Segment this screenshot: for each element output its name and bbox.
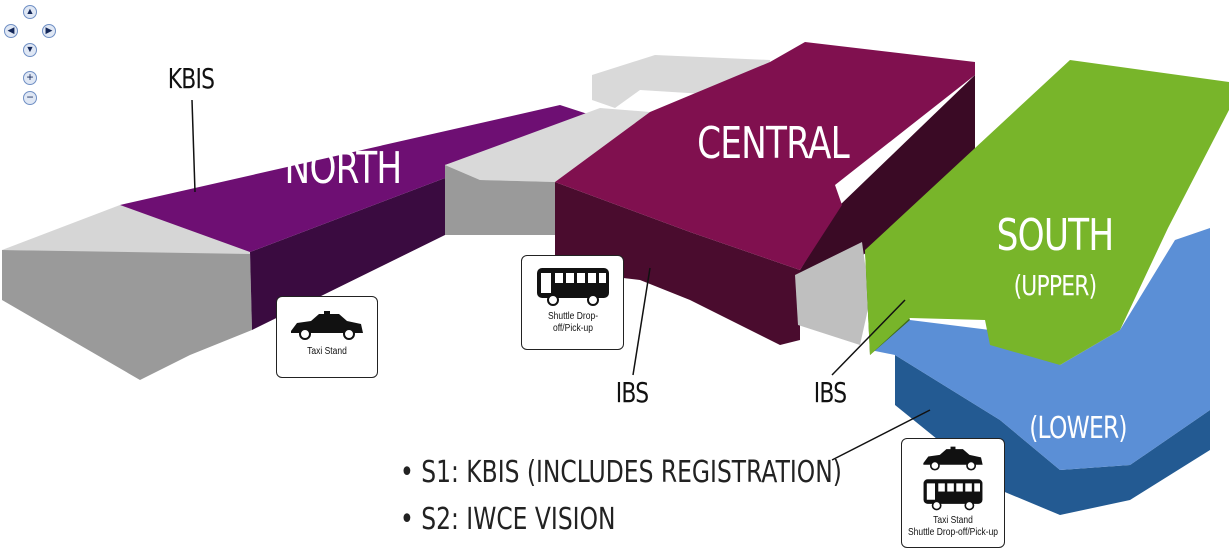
- bus-icon: [536, 268, 609, 306]
- kbis-leader-line: [191, 99, 196, 193]
- pan-down-button[interactable]: ▼: [23, 43, 37, 57]
- legend-item-s1: • S1: KBIS (INCLUDES REGISTRATION): [400, 455, 842, 490]
- east-connector: [795, 242, 870, 345]
- north-hall-top: [120, 105, 600, 252]
- ibs-central-callout: IBS: [616, 376, 649, 408]
- taxi-icon: [923, 446, 983, 471]
- kbis-callout: KBIS: [168, 62, 214, 94]
- middle-connector-side: [445, 165, 555, 235]
- shuttle-sign: Shuttle Drop-off/Pick-up: [521, 255, 624, 350]
- legend-s2-text: S2: IWCE VISION: [421, 502, 616, 537]
- south-lower-top: [870, 228, 1210, 470]
- west-connector-side: [2, 250, 252, 380]
- ibs-central-leader-line: [632, 267, 651, 376]
- pan-up-button[interactable]: ▲: [23, 5, 37, 19]
- legend-item-s2: • S2: IWCE VISION: [400, 502, 616, 537]
- taxi-stand-sign: Taxi Stand: [276, 296, 378, 378]
- central-hall-side-right: [800, 75, 975, 300]
- ibs-south-callout: IBS: [814, 376, 847, 408]
- south-upper-top: [865, 60, 1229, 365]
- taxi-stand-label: Taxi Stand: [307, 346, 347, 357]
- shuttle-label: Shuttle Drop-off/Pick-up: [907, 527, 999, 538]
- pan-left-button[interactable]: ◀: [4, 24, 18, 38]
- legend-s1-text: S1: KBIS (INCLUDES REGISTRATION): [421, 455, 842, 490]
- south-lower-label: (LOWER): [1029, 411, 1127, 446]
- zoom-in-button[interactable]: +: [23, 71, 37, 85]
- central-hall-top: [555, 42, 975, 270]
- ibs-south-leader-line: [831, 299, 906, 376]
- central-hall-side: [555, 182, 800, 345]
- south-hall-label: SOUTH: [997, 210, 1114, 261]
- middle-connector-top: [445, 108, 650, 182]
- bus-icon: [923, 479, 983, 511]
- north-hall-side: [250, 178, 445, 330]
- central-hall-label: CENTRAL: [697, 118, 850, 169]
- pan-right-button[interactable]: ▶: [42, 24, 56, 38]
- combined-transport-sign: Taxi Stand Shuttle Drop-off/Pick-up: [901, 438, 1005, 548]
- south-upper-label: (UPPER): [1014, 269, 1097, 301]
- taxi-icon: [291, 311, 363, 340]
- zoom-out-button[interactable]: −: [23, 91, 37, 105]
- south-lower-side: [895, 355, 1210, 515]
- west-connector-top: [2, 205, 250, 254]
- taxi-stand-label: Taxi Stand: [933, 515, 973, 526]
- legend-leader-line: [831, 409, 931, 461]
- north-hall-label: NORTH: [285, 143, 402, 194]
- shuttle-label: Shuttle Drop-off/Pick-up: [547, 311, 598, 334]
